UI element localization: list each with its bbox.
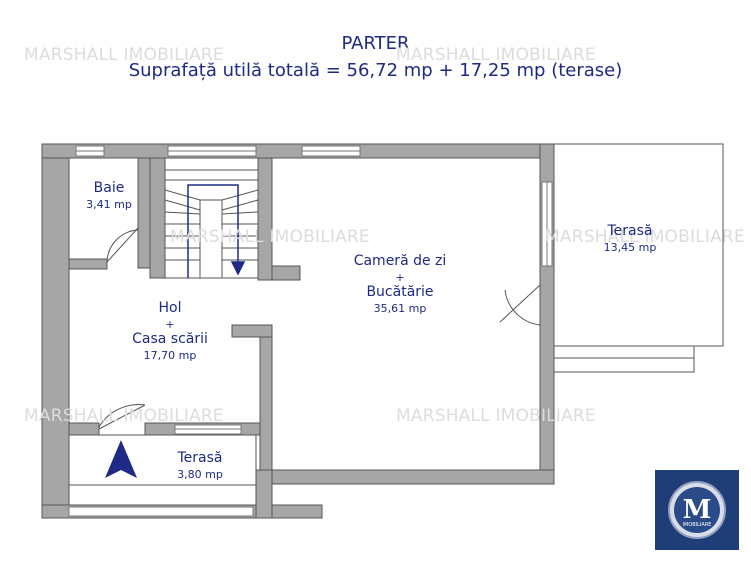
wall-living-stub [231, 324, 273, 338]
room-name: Hol [158, 300, 182, 316]
north-arrow-icon [105, 440, 137, 478]
wall-bottom [259, 469, 555, 485]
wall-stair-return [271, 265, 301, 281]
total-area-title: Suprafață utilă totală = 56,72 mp + 17,2… [128, 60, 623, 81]
logo-emblem-icon: M IMOBILIARE [668, 481, 726, 539]
wall-stair-left [149, 157, 166, 279]
stair-direction-arrow [187, 184, 246, 278]
room-area: 3,41 mp [86, 197, 132, 211]
watermark: MARSHALL IMOBILIARE [396, 45, 596, 65]
logo-text: IMOBILIARE [683, 522, 712, 528]
room-label-terasa-mare: Terasă 13,45 mp [585, 223, 675, 254]
watermark: MARSHALL IMOBILIARE [170, 227, 370, 247]
company-logo: M IMOBILIARE [655, 470, 739, 550]
room-area: 3,80 mp [177, 467, 223, 481]
wall-left [41, 143, 70, 519]
room-plus: + [165, 317, 175, 331]
watermark: MARSHALL IMOBILIARE [545, 227, 745, 247]
room-area: 13,45 mp [603, 240, 657, 254]
room-name: Cameră de zi [353, 253, 447, 269]
room-name: Terasă [607, 223, 653, 239]
wall-top [41, 143, 555, 159]
watermark: MARSHALL IMOBILIARE [24, 406, 224, 426]
room-area: 35,61 mp [373, 301, 427, 315]
window-bottom-left [68, 506, 254, 517]
staircase [164, 157, 259, 279]
door-entrance [98, 404, 146, 430]
room-name-secondary: Bucătărie [366, 284, 434, 301]
logo-letter: M [683, 495, 712, 525]
room-area: 17,70 mp [143, 348, 197, 362]
terrace-large-outline [553, 143, 724, 373]
wall-corner [255, 469, 273, 519]
room-name-secondary: Casa scării [132, 331, 208, 348]
door-terrace [499, 284, 541, 326]
wall-living-left [259, 324, 273, 471]
room-plus: + [395, 270, 405, 284]
room-label-terasa-mica: Terasă 3,80 mp [160, 450, 240, 481]
wall-stair-right [257, 157, 273, 281]
room-label-camera: Cameră de zi + Bucătărie 35,61 mp [335, 253, 465, 316]
terrace-small-outline [68, 434, 257, 486]
room-name: Baie [93, 180, 125, 196]
wall-baie-right [137, 157, 151, 269]
door-baie [106, 227, 139, 263]
room-label-hol: Hol + Casa scării 17,70 mp [110, 300, 230, 363]
watermark: MARSHALL IMOBILIARE [24, 45, 224, 65]
room-label-baie: Baie 3,41 mp [75, 180, 143, 211]
watermark: MARSHALL IMOBILIARE [396, 406, 596, 426]
floor-title: PARTER [341, 33, 410, 54]
room-name: Terasă [177, 450, 223, 466]
wall-baie-bottom-left [68, 258, 108, 270]
